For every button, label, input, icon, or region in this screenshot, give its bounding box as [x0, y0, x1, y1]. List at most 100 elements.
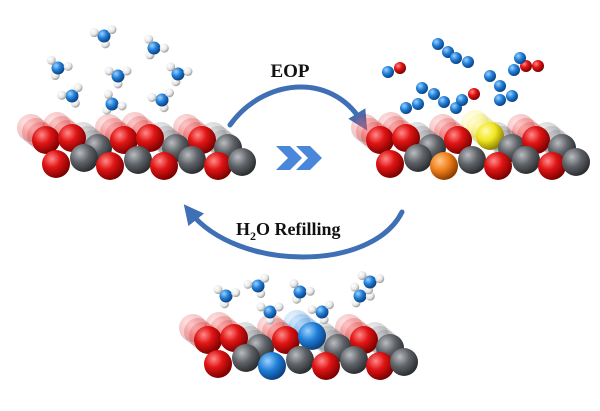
- hydrogen-atom: [260, 273, 270, 283]
- nitrogen-atom: [382, 66, 394, 78]
- hydrogen-atom: [183, 66, 193, 76]
- oxygen-atom: [444, 126, 472, 154]
- nitrogen-atom: [506, 90, 518, 102]
- product-surface-slab: [351, 110, 590, 180]
- hydrogen-atom: [256, 302, 266, 312]
- hydrogen-atom: [63, 61, 73, 71]
- carbon-atom: [70, 144, 98, 172]
- carbon-atom: [124, 146, 152, 174]
- product-molecules: [382, 38, 544, 114]
- hydrogen-atom: [213, 285, 223, 295]
- hydrogen-atom: [159, 43, 169, 53]
- hydrogen-atom: [243, 279, 253, 289]
- nitrogen-atom: [97, 29, 111, 43]
- carbon-atom: [232, 344, 260, 372]
- oxygen-atom: [272, 326, 300, 354]
- h2o-refilling-label: H2O Refilling: [236, 219, 341, 243]
- oxygen-atom: [204, 350, 232, 378]
- oxygen-atom: [484, 152, 512, 180]
- nitrogen-atom: [494, 80, 506, 92]
- oxygen-atom: [468, 88, 480, 100]
- oxygen-atom: [150, 152, 178, 180]
- hydrogen-atom: [104, 66, 114, 76]
- nitrogen-atom: [400, 102, 412, 114]
- nitrogen-atom: [298, 322, 326, 350]
- nitrogen-atom: [412, 98, 424, 110]
- oxygen-atom: [42, 150, 70, 178]
- oxygen-atom: [110, 126, 138, 154]
- h2o-h: H: [236, 219, 250, 239]
- hydrogen-atom: [231, 288, 241, 298]
- hydrogen-atom: [46, 55, 56, 65]
- hydrogen-atom: [305, 286, 315, 296]
- oxygen-atom: [366, 352, 394, 380]
- nitrogen-atom: [508, 64, 520, 76]
- oxygen-atom: [532, 60, 544, 72]
- hydrogen-atom: [144, 34, 154, 44]
- nitrogen-atom: [432, 38, 444, 50]
- hydrogen-atom: [324, 300, 334, 310]
- refilled-surface-slab: [179, 310, 418, 380]
- nitrogen-atom: [111, 69, 125, 83]
- initial-surface-slab: [17, 112, 256, 180]
- hydrogen-atom: [117, 101, 127, 111]
- ammonia-molecules-top: [46, 25, 193, 115]
- carbon-atom: [404, 144, 432, 172]
- ammonia-molecules-bottom: [213, 271, 385, 325]
- nitrogen-atom: [484, 70, 496, 82]
- oxygen-atom: [32, 126, 60, 154]
- nitrogen-atom: [258, 352, 286, 380]
- hydrogen-atom: [122, 66, 132, 76]
- hydrogen-atom: [375, 274, 385, 284]
- hydrogen-atom: [147, 92, 157, 102]
- nitrogen-atom: [219, 289, 233, 303]
- nitrogen-atom: [51, 61, 65, 75]
- nitrogen-atom: [456, 94, 468, 106]
- nitrogen-atom: [416, 82, 428, 94]
- h2o-rest: O Refilling: [256, 219, 341, 239]
- hydrogen-atom: [89, 28, 99, 38]
- hydrogen-atom: [166, 62, 176, 72]
- hydrogen-atom: [107, 25, 117, 35]
- eop-label: EOP: [270, 61, 309, 82]
- hydrogen-atom: [73, 83, 83, 93]
- nitrogen-atom: [263, 305, 277, 319]
- oxygen-atom: [136, 124, 164, 152]
- top-cycle-arrow: [227, 84, 368, 131]
- oxygen-atom: [312, 352, 340, 380]
- nitrogen-atom: [315, 305, 329, 319]
- hydrogen-atom: [103, 89, 113, 99]
- double-chevron-icon: [276, 146, 322, 170]
- oxygen-atom: [376, 150, 404, 178]
- h2o-subscript: 2: [250, 229, 256, 243]
- nitrogen-atom: [171, 67, 185, 81]
- nitrogen-atom: [105, 97, 119, 111]
- nitrogen-atom: [450, 52, 462, 64]
- hydrogen-atom: [289, 279, 299, 289]
- nitrogen-atom: [251, 279, 265, 293]
- carbon-atom: [178, 146, 206, 174]
- carbon-atom: [458, 146, 486, 174]
- nitrogen-atom: [494, 94, 506, 106]
- oxygen-atom: [394, 62, 406, 74]
- nitrogen-atom: [363, 275, 377, 289]
- oxygen-atom: [366, 126, 394, 154]
- carbon-atom: [562, 148, 590, 176]
- oxygen-atom: [194, 326, 222, 354]
- hydrogen-atom: [57, 90, 67, 100]
- carbon-atom: [286, 346, 314, 374]
- nitrogen-atom: [65, 89, 79, 103]
- nitrogen-atom: [462, 56, 474, 68]
- carbon-atom: [512, 146, 540, 174]
- oxygen-atom: [204, 152, 232, 180]
- hydrogen-atom: [350, 282, 360, 292]
- nitrogen-atom: [155, 93, 169, 107]
- yellow-atom: [476, 122, 504, 150]
- orange-atom: [430, 152, 458, 180]
- hydrogen-atom: [274, 302, 284, 312]
- carbon-atom: [390, 348, 418, 376]
- hydrogen-atom: [164, 88, 174, 98]
- carbon-atom: [340, 346, 368, 374]
